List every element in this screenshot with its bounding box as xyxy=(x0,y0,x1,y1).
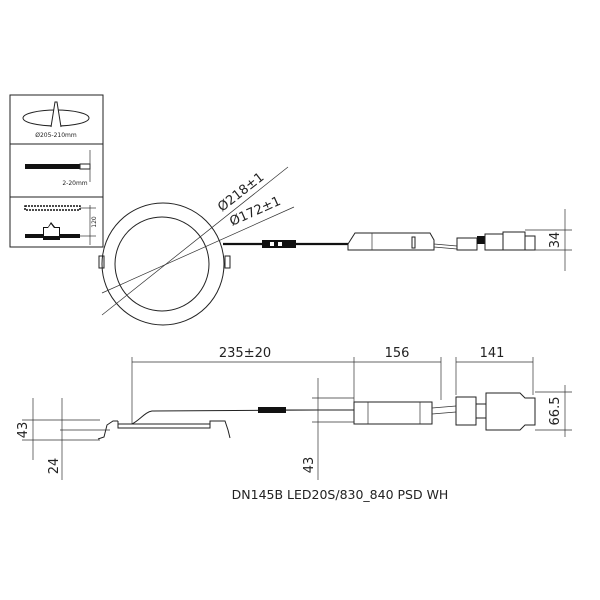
top-view: Ø218±1 Ø172±1 34 xyxy=(98,166,572,326)
clearance-label: 120 xyxy=(91,216,98,228)
ceiling-thickness-diagram: 2-20mm xyxy=(25,150,91,187)
installation-panel: Ø205-210mm 2-20mm 120 xyxy=(9,94,104,248)
connector-length-label: 141 xyxy=(480,346,505,361)
ceiling-thickness-label: 2-20mm xyxy=(62,180,87,187)
connector-height-side-label: 66.5 xyxy=(548,397,563,426)
driver-top xyxy=(347,232,435,251)
connector-block-side xyxy=(455,396,477,426)
inner-ring xyxy=(114,216,210,312)
connector-height-label: 34 xyxy=(548,232,563,249)
cutout-diagram: Ø205-210mm xyxy=(22,101,90,139)
cutout-label: Ø205-210mm xyxy=(35,132,77,139)
luminaire-height-label: 43 xyxy=(16,422,31,439)
connector-block-top xyxy=(456,231,536,251)
spring-clip-left xyxy=(98,255,105,269)
product-name: DN145B LED20S/830_840 PSD WH xyxy=(232,487,449,502)
recess-depth-label: 24 xyxy=(47,458,62,475)
driver-height-label: 43 xyxy=(302,457,317,474)
driver-length-label: 156 xyxy=(385,346,410,361)
outer-ring xyxy=(101,202,225,326)
cable-length-label: 235±20 xyxy=(219,346,271,361)
driver-side xyxy=(353,401,433,425)
spring-clip-right xyxy=(224,255,231,269)
side-view: 235±20 156 141 43 24 43 66.5 xyxy=(16,346,572,480)
clearance-diagram: 120 xyxy=(24,205,98,245)
cable-connector-side xyxy=(258,407,286,413)
